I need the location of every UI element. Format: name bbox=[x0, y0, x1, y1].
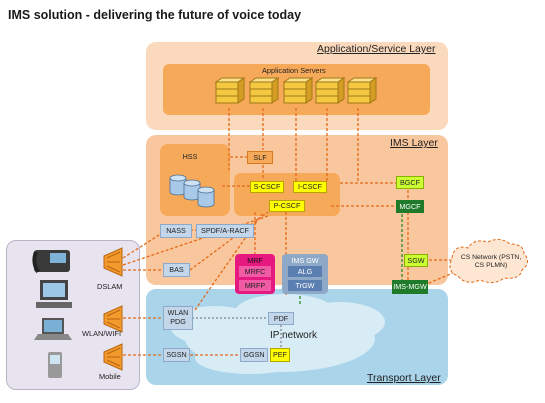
ggsn-box: GGSN bbox=[240, 348, 268, 362]
ip-network-label: IP network bbox=[270, 330, 318, 341]
sgw-box: SGW bbox=[404, 254, 428, 267]
sgsn-box: SGSN bbox=[163, 348, 190, 362]
cs-network-label: CS Network (PSTN, CS PLMN) bbox=[458, 250, 524, 274]
slf-box: SLF bbox=[247, 151, 273, 164]
dslam-icon bbox=[103, 247, 123, 277]
laptop-icon bbox=[34, 318, 72, 340]
pef-box: PEF bbox=[270, 348, 290, 362]
mrf-label: MRF bbox=[247, 255, 263, 265]
mrfc-box: MRFC bbox=[239, 266, 271, 277]
wlan-icon bbox=[103, 305, 123, 333]
app-servers-label: Application Servers bbox=[262, 66, 326, 75]
nass-box: NASS bbox=[160, 224, 192, 238]
trgw-box: TrGW bbox=[288, 280, 322, 291]
media-links bbox=[299, 214, 403, 306]
hss-label: HSS bbox=[182, 152, 198, 162]
wlan-pdg-box: WLAN PDG bbox=[163, 306, 193, 330]
pdf-box: PDF bbox=[268, 312, 294, 325]
bgcf-box: BGCF bbox=[396, 176, 424, 189]
ims-layer-title: IMS Layer bbox=[390, 137, 438, 149]
wlan-wifi-label: WLAN/WIFI bbox=[82, 329, 122, 338]
cs-network-cloud bbox=[449, 238, 528, 284]
app-server-icons bbox=[214, 77, 378, 104]
alg-box: ALG bbox=[288, 266, 322, 277]
computer-icon bbox=[36, 280, 72, 308]
hss-database-icon bbox=[169, 174, 215, 208]
phone-icon bbox=[32, 250, 70, 274]
ims-gw-label: IMS GW bbox=[291, 255, 319, 265]
mrfp-box: MRFP bbox=[239, 280, 271, 291]
spdf-box: SPDF/A-RACF bbox=[196, 224, 254, 238]
bas-box: BAS bbox=[163, 263, 190, 277]
ims-mgw-box: IMS-MGW bbox=[392, 280, 428, 294]
mgcf-box: MGCF bbox=[396, 200, 424, 213]
mobile-label: Mobile bbox=[99, 372, 121, 381]
transport-links bbox=[192, 317, 282, 348]
mobile-access-icon bbox=[103, 343, 123, 371]
p-cscf-box: P-CSCF bbox=[269, 200, 305, 212]
page-title: IMS solution - delivering the future of … bbox=[8, 8, 302, 22]
application-layer-title: Application/Service Layer bbox=[317, 43, 436, 55]
s-cscf-box: S-CSCF bbox=[250, 181, 284, 193]
mobile-phone-icon bbox=[48, 352, 62, 378]
i-cscf-box: I-CSCF bbox=[293, 181, 327, 193]
dslam-label: DSLAM bbox=[97, 282, 123, 291]
cs-network-text: CS Network (PSTN, CS PLMN) bbox=[460, 254, 522, 269]
transport-layer-title: Transport Layer bbox=[367, 372, 441, 384]
wlan-pdg-label: WLAN PDG bbox=[167, 308, 189, 326]
